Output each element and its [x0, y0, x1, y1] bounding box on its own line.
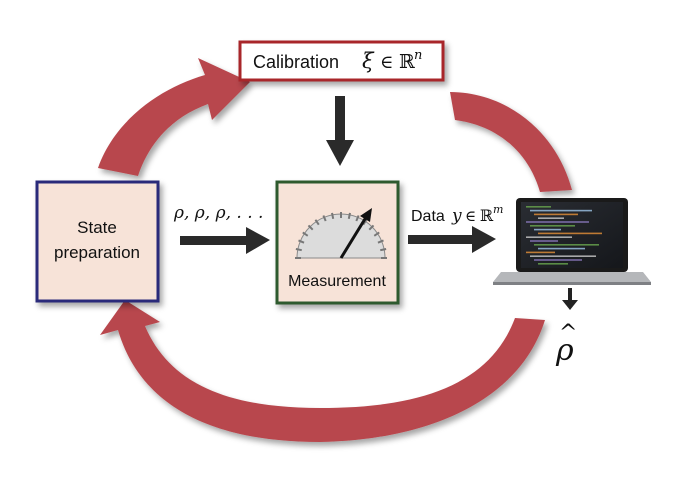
state-prep-label-line2: preparation — [54, 243, 140, 262]
data-expr-set: ℝ — [480, 206, 494, 225]
gauge-tick — [355, 215, 360, 222]
gauge-icon — [295, 208, 387, 259]
data-expr-in: ∈ — [465, 207, 476, 225]
code-line — [526, 251, 555, 254]
code-line — [538, 247, 585, 250]
estimate-symbol: ρ — [555, 333, 574, 368]
code-line — [530, 240, 558, 242]
gauge-tick — [307, 224, 314, 231]
gauge-tick — [373, 231, 380, 237]
calibration-arrow — [326, 96, 354, 166]
calibration-expr-var: ξ — [362, 49, 375, 73]
state-prep-box — [35, 180, 160, 303]
gauge-tick — [377, 239, 384, 244]
cycle-arrow-top-right — [450, 92, 572, 192]
states-arrow — [180, 227, 270, 254]
gauge-tick — [302, 231, 309, 237]
estimate-hat: ^ — [559, 321, 577, 346]
gauge-tick — [298, 239, 305, 244]
gauge-tick — [331, 212, 335, 219]
code-line — [534, 213, 578, 216]
calibration-box — [238, 40, 445, 82]
code-line — [534, 244, 599, 246]
code-line — [534, 259, 582, 261]
gauge-tick — [347, 212, 351, 219]
cycle-arrows — [98, 58, 572, 442]
gauge-tick — [314, 219, 320, 226]
code-line — [530, 225, 575, 227]
code-line — [526, 221, 589, 223]
data-expr-sup: m — [493, 203, 503, 216]
code-line — [530, 255, 596, 257]
code-line — [538, 232, 602, 235]
gauge-tick — [295, 248, 302, 252]
data-expr-var: y — [451, 206, 462, 226]
calibration-expr-in: ∈ — [380, 52, 393, 73]
calibration-label: Calibration — [253, 52, 339, 72]
gauge-tick — [380, 248, 387, 252]
code-line — [534, 228, 561, 231]
code-line — [530, 209, 592, 212]
states-label: ρ, ρ, ρ, . . . — [173, 203, 263, 223]
code-line — [526, 206, 551, 208]
laptop-icon — [493, 198, 651, 285]
code-line — [526, 236, 572, 238]
cycle-arrow-top-left — [98, 58, 250, 176]
data-label: Data — [411, 208, 445, 225]
cycle-arrow-bottom — [100, 300, 545, 442]
code-line — [538, 263, 568, 265]
data-arrow — [408, 226, 496, 253]
state-prep-label-line1: State — [77, 218, 117, 237]
estimate-arrow — [562, 288, 578, 310]
calibration-expr-sup: n — [414, 48, 422, 63]
measurement-label: Measurement — [288, 273, 386, 290]
calibration-expr-set: ℝ — [399, 51, 415, 73]
gauge-tick — [368, 224, 375, 231]
code-line — [538, 217, 564, 219]
gauge-tick — [322, 215, 327, 222]
gauge-tick — [362, 219, 368, 226]
